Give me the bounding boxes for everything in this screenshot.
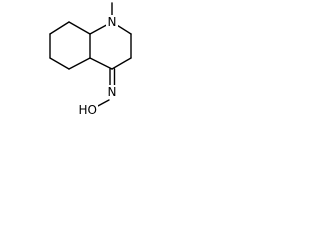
atom-label-oxime-nitrogen: N: [108, 85, 117, 99]
bond-c8-c7: [49, 21, 70, 35]
bond-c4-c4a: [89, 57, 113, 70]
bond-n-o: [95, 99, 110, 108]
bond-c5-c4a: [68, 57, 91, 70]
chemical-structure: N N HO: [49, 2, 132, 117]
bond-c3-c4: [111, 57, 132, 70]
atom-label-hydroxyl: HO: [79, 103, 97, 117]
atom-label-ring-nitrogen: N: [108, 15, 117, 29]
bond-c6-c5: [49, 57, 70, 70]
bond-c8a-c8: [68, 21, 91, 35]
